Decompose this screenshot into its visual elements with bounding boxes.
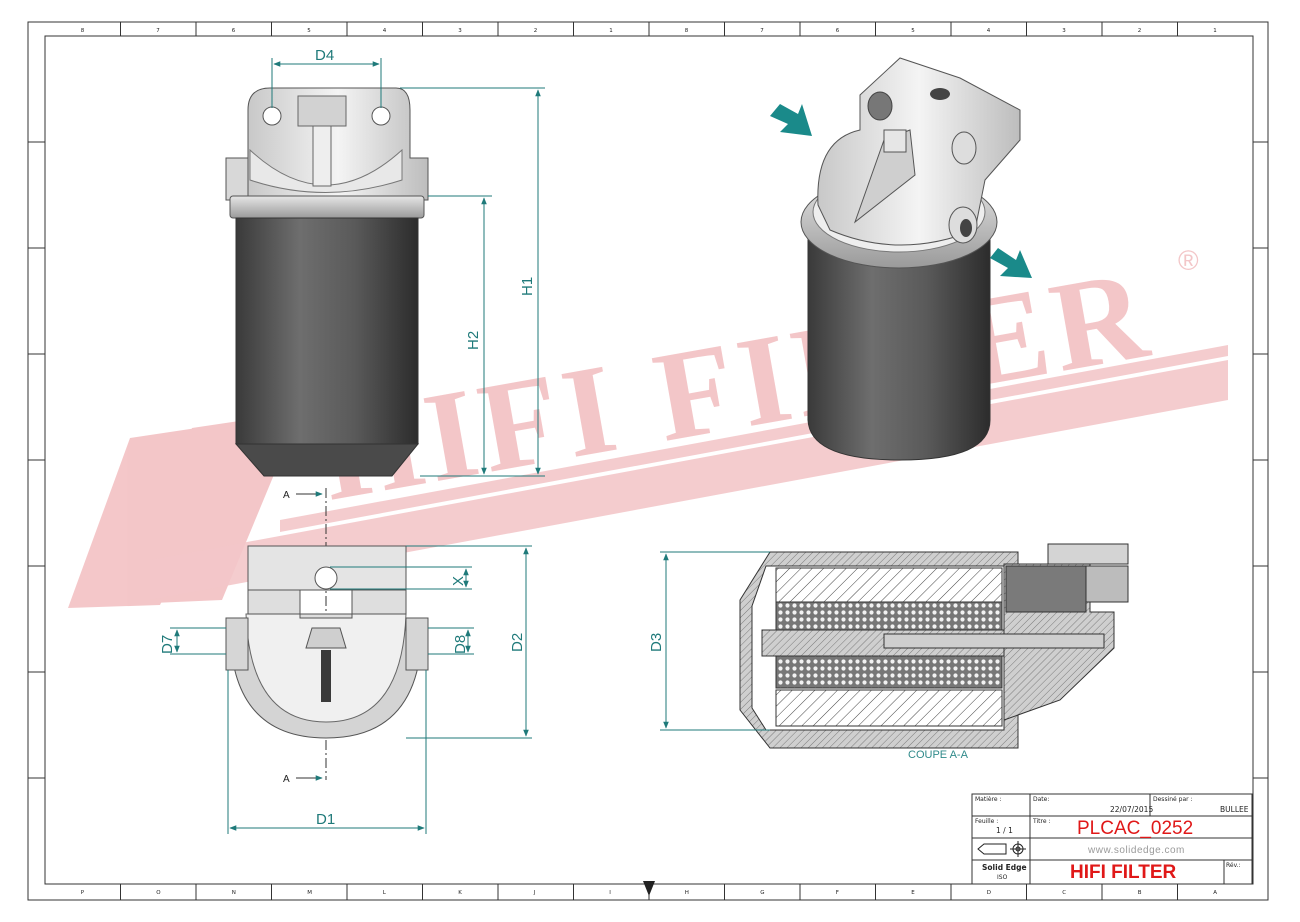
tb-feuille-value: 1 / 1 — [996, 826, 1013, 835]
frame-bottom-label: B — [1138, 890, 1142, 896]
frame-top-label: 7 — [760, 28, 764, 34]
dim-d4: D4 — [315, 47, 334, 64]
frame-top-label: 1 — [609, 28, 613, 34]
tb-software-sub: ISO — [997, 874, 1008, 881]
frame-bottom-label: M — [307, 890, 312, 896]
watermark-registered: ® — [1178, 245, 1199, 276]
flow-out-arrow — [990, 248, 1032, 278]
frame-top-label: 6 — [232, 28, 236, 34]
dim-d8: D8 — [452, 635, 469, 654]
iso-canister — [807, 239, 991, 461]
section-view-dimensions — [660, 551, 770, 731]
dim-x: X — [450, 576, 467, 586]
tb-company: HIFI FILTER — [1070, 862, 1177, 883]
tb-rev-label: Rév.: — [1226, 862, 1241, 869]
tb-titre-label: Titre : — [1032, 818, 1050, 825]
top-view-dimensions — [170, 545, 532, 834]
dim-d3: D3 — [648, 633, 665, 652]
dim-h2: H2 — [465, 331, 482, 350]
frame-bottom-label: H — [685, 890, 689, 896]
dim-d7: D7 — [159, 635, 176, 654]
frame-bottom-label: I — [609, 890, 611, 896]
frame-bottom-label: F — [836, 890, 839, 896]
frame-bottom-label: E — [911, 890, 915, 896]
frame-bottom-label: L — [383, 890, 387, 896]
frame-top-label: 4 — [987, 28, 991, 34]
sheet-frame: 8 7 6 5 4 3 2 1 8 7 6 5 4 3 2 1 P O N M L K J I H G F E D C B A — [27, 21, 1269, 901]
frame-top-label: 2 — [534, 28, 538, 34]
frame-bottom-label: K — [458, 890, 462, 896]
frame-bottom-label: A — [1213, 890, 1217, 896]
flow-in-arrow — [770, 104, 812, 136]
frame-top-label: 6 — [836, 28, 840, 34]
tb-matiere-label: Matière : — [975, 796, 1002, 803]
frame-top-label: 8 — [81, 28, 85, 34]
tb-website: www.solidedge.com — [1087, 845, 1185, 856]
dim-h1: H1 — [519, 277, 536, 296]
flow-arrows — [770, 104, 1032, 278]
tb-date-label: Date: — [1033, 796, 1049, 803]
frame-bottom-label: O — [156, 890, 161, 896]
section-mark-top: A — [283, 490, 290, 501]
frame-top-labels: 8 7 6 5 4 3 2 1 8 7 6 5 4 3 2 1 — [81, 28, 1217, 34]
filter-canister — [235, 217, 419, 445]
tb-part-number: PLCAC_0252 — [1077, 818, 1193, 839]
frame-bottom-label: J — [533, 890, 536, 896]
isometric-view — [800, 57, 1021, 461]
tb-feuille-label: Feuille : — [975, 818, 998, 825]
frame-bottom-label: P — [81, 890, 85, 896]
dim-d2: D2 — [509, 633, 526, 652]
front-view — [225, 87, 429, 477]
watermark-bar — [280, 345, 1228, 532]
dim-d1: D1 — [316, 811, 335, 828]
frame-top-label: 5 — [911, 28, 915, 34]
frame-top-label: 1 — [1213, 28, 1217, 34]
front-view-dimensions — [271, 58, 545, 477]
frame-bottom-label: N — [232, 890, 236, 896]
top-view — [225, 545, 429, 739]
frame-top-label: 5 — [307, 28, 311, 34]
frame-top-label: 2 — [1138, 28, 1142, 34]
frame-top-label: 3 — [458, 28, 462, 34]
tb-date-value: 22/07/2015 — [1110, 805, 1153, 814]
title-block — [971, 793, 1253, 885]
frame-bottom-label: C — [1062, 890, 1066, 896]
projection-symbol — [643, 881, 655, 896]
frame-top-label: 8 — [685, 28, 689, 34]
projection-icon — [977, 841, 1026, 857]
tb-dessine-label: Dessiné par : — [1153, 796, 1193, 803]
section-view — [739, 543, 1129, 749]
tb-dessine-value: BULLEE — [1220, 805, 1249, 814]
frame-tick-marks — [28, 22, 1268, 900]
frame-top-label: 4 — [383, 28, 387, 34]
section-caption: COUPE A-A — [908, 749, 969, 761]
frame-top-label: 7 — [156, 28, 160, 34]
frame-top-label: 3 — [1062, 28, 1066, 34]
frame-bottom-label: G — [760, 890, 764, 896]
frame-bottom-label: D — [987, 890, 991, 896]
tb-software: Solid Edge — [982, 863, 1027, 872]
section-mark-bottom: A — [283, 774, 290, 785]
